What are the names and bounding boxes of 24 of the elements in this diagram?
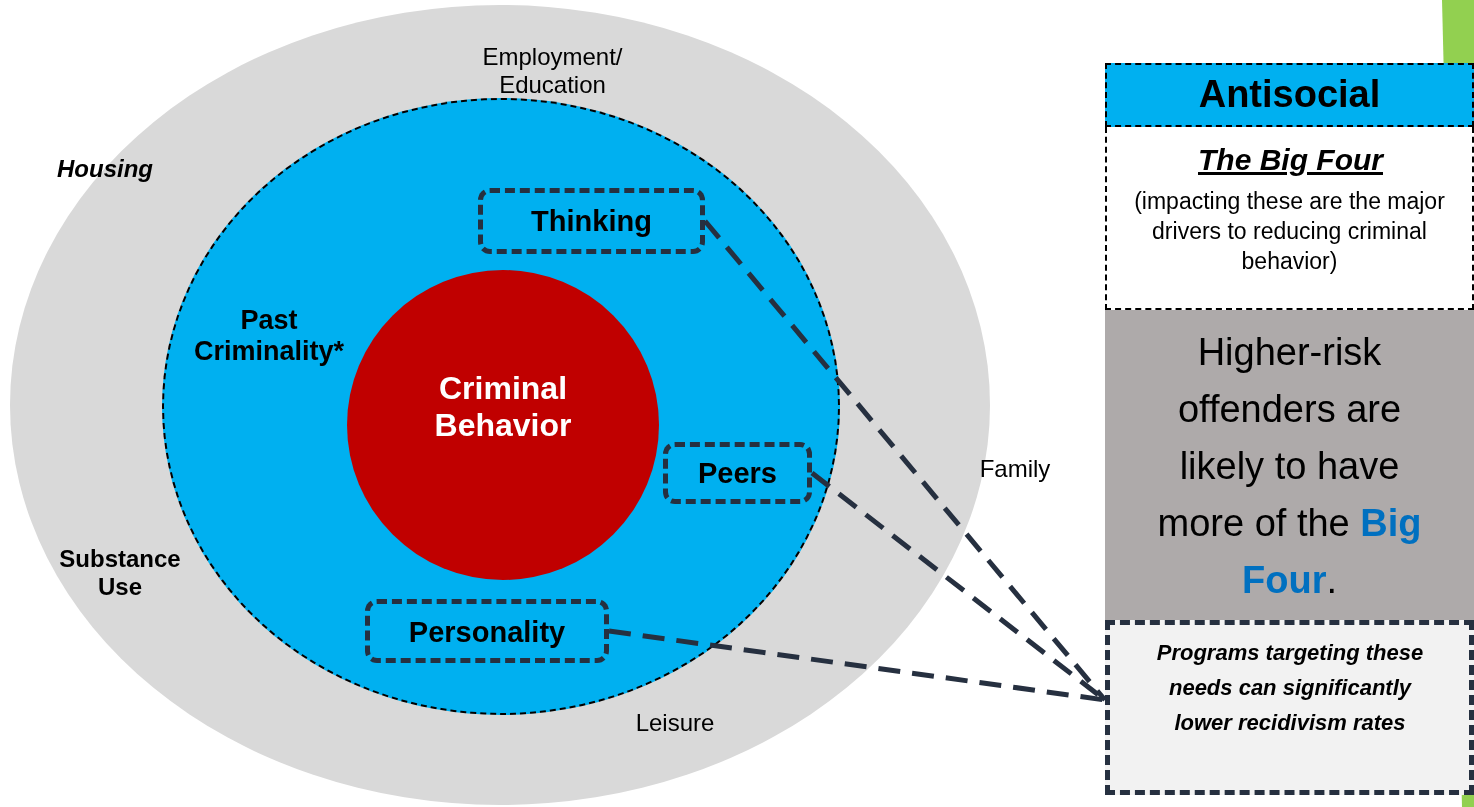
factor-box [663, 442, 812, 504]
highlight-box [1105, 310, 1474, 620]
heading-text: The Big Four [1197, 143, 1386, 177]
factor-box [365, 599, 609, 663]
header-band [1105, 63, 1474, 127]
factor-label: Peers [697, 457, 778, 490]
factor-label: Past Criminality* [192, 305, 345, 367]
factor-label: Family [978, 455, 1052, 483]
info-box [1105, 127, 1474, 310]
header-title: Antisocial [1197, 73, 1382, 116]
factor-box [478, 188, 705, 254]
factor-label: Housing [56, 155, 154, 183]
statement-text: Higher-risk offenders are likely to have more of the Big Four. [1156, 330, 1423, 603]
factor-label: Personality [407, 616, 567, 649]
factor-label: Employment/ Education [481, 43, 624, 99]
body-text: (impacting these are the major drivers to reducing criminal behavior) [1133, 187, 1446, 276]
connector-line [608, 628, 1106, 703]
connector-line [703, 219, 1107, 702]
center-label: Criminal Behavior [433, 370, 573, 444]
factor-label: Leisure [634, 709, 716, 737]
factor-label: Thinking [530, 205, 653, 238]
note-text: Programs targeting these needs can significantly lower recidivism rates [1155, 639, 1425, 738]
note-box [1105, 620, 1474, 795]
factor-label: Substance Use [58, 545, 182, 601]
